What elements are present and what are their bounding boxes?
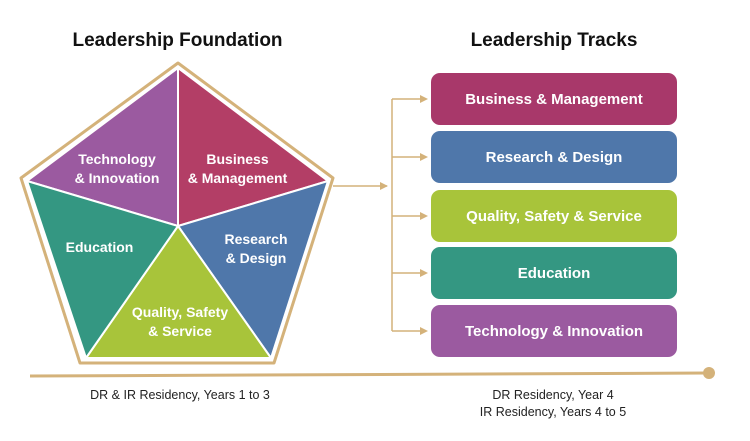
right-caption: DR Residency, Year 4 IR Residency, Years… xyxy=(479,388,627,419)
track-technology-innovation: Technology & Innovation xyxy=(431,305,677,357)
segment-label-technology: Technology & Innovation xyxy=(74,151,160,186)
timeline-end-dot xyxy=(703,367,715,379)
timeline-line xyxy=(29,371,709,378)
tracks-title: Leadership Tracks xyxy=(470,30,638,51)
pentagon-border xyxy=(19,61,335,365)
track-quality-safety-service: Quality, Safety & Service xyxy=(431,190,677,242)
segment-label-quality: Quality, Safety & Service xyxy=(131,304,229,339)
track-education: Education xyxy=(431,247,677,299)
segment-label-business: Business & Management xyxy=(187,151,288,186)
arrow-heads xyxy=(420,95,428,335)
foundation-title: Leadership Foundation xyxy=(72,30,283,51)
left-caption: DR & IR Residency, Years 1 to 3 xyxy=(90,388,270,402)
connector-arrows xyxy=(333,98,424,332)
track-research-design: Research & Design xyxy=(431,131,677,183)
segment-label-education: Education xyxy=(65,239,134,255)
track-business-management: Business & Management xyxy=(431,73,677,125)
segment-label-research: Research & Design xyxy=(224,231,288,266)
segment-education xyxy=(26,180,179,359)
